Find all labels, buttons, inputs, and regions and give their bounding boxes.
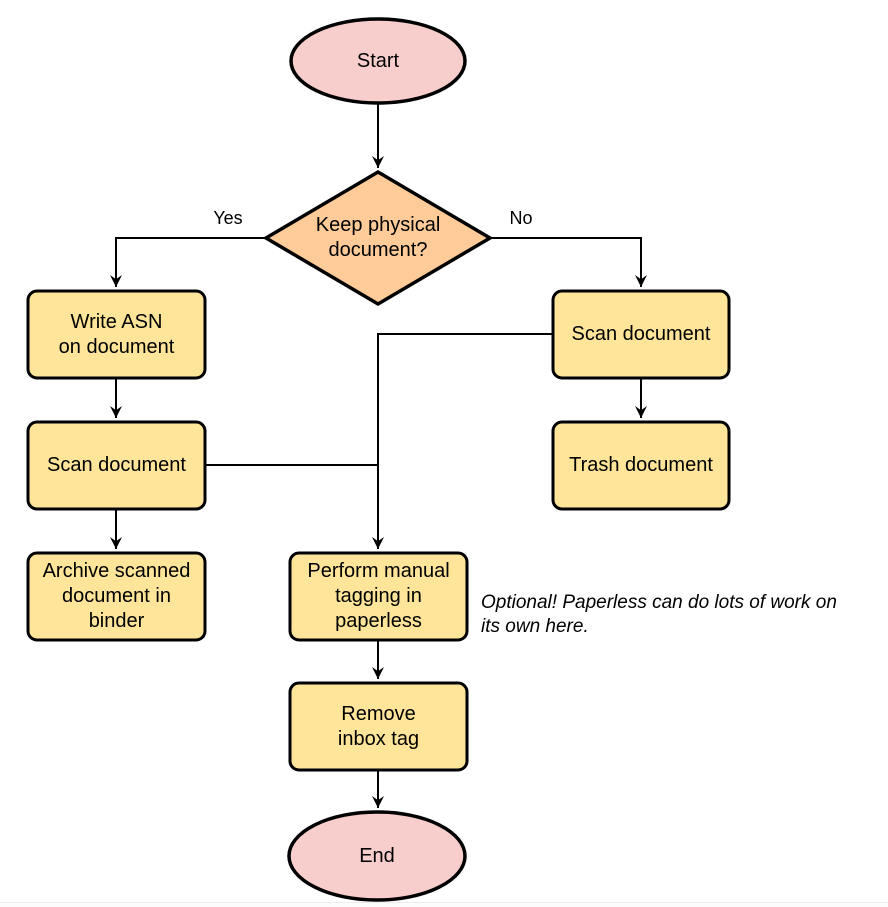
write-asn-node-shape — [26, 289, 207, 380]
optional-annotation: Optional! Paperless can do lots of work … — [481, 592, 837, 637]
end-node-shape — [287, 810, 467, 902]
edge-label-no: No — [509, 208, 533, 228]
tagging-node-shape — [288, 551, 469, 642]
scan-left-node-shape — [26, 420, 207, 511]
decision-node-shape — [262, 169, 494, 307]
remove-inbox-node-shape — [288, 681, 469, 772]
archive-node-shape — [26, 551, 207, 642]
scan-right-node-shape — [551, 289, 731, 380]
start-node-shape — [289, 17, 467, 105]
trash-node-shape — [551, 420, 731, 511]
page-bottom-divider — [0, 902, 888, 907]
edge-label-yes: Yes — [213, 208, 243, 228]
edge-decision-yes-to-write-asn — [110, 237, 266, 287]
edge-scan-right-to-tagging — [372, 333, 553, 549]
edge-decision-no-to-scan-right — [490, 237, 647, 287]
